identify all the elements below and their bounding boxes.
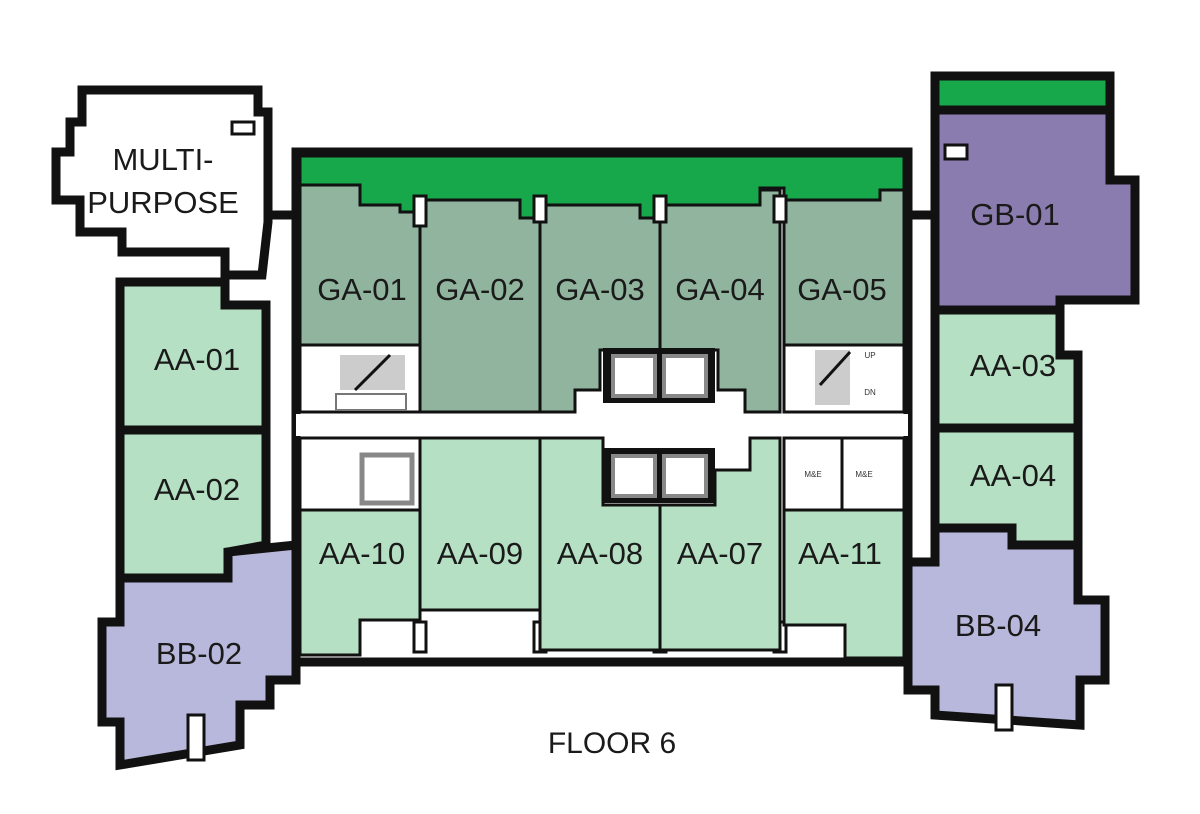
mechanical-rooms: M&E M&E bbox=[782, 436, 906, 512]
unit-label: GA-05 bbox=[797, 272, 887, 307]
unit-label: BB-02 bbox=[156, 636, 242, 671]
unit-ga-03[interactable]: GA-03 bbox=[538, 203, 662, 414]
unit-gb-01[interactable]: GB-01 bbox=[930, 71, 1140, 315]
unit-label: GB-01 bbox=[970, 197, 1060, 232]
unit-label: AA-04 bbox=[970, 458, 1056, 493]
stair-right: UP DN bbox=[782, 343, 906, 414]
corridor bbox=[296, 414, 908, 436]
unit-aa-07[interactable]: AA-07 bbox=[658, 436, 782, 652]
unit-label: GA-01 bbox=[317, 272, 407, 307]
unit-label: GA-04 bbox=[675, 272, 765, 307]
unit-aa-03[interactable]: AA-03 bbox=[930, 305, 1083, 433]
stair-up-label: UP bbox=[864, 351, 875, 360]
unit-aa-09[interactable]: AA-09 bbox=[418, 436, 542, 612]
mech-room-label: M&E bbox=[855, 470, 872, 479]
unit-bb-02[interactable]: BB-02 bbox=[97, 540, 301, 771]
unit-label: AA-01 bbox=[154, 342, 240, 377]
mech-room-label: M&E bbox=[804, 470, 821, 479]
unit-aa-08[interactable]: AA-08 bbox=[538, 436, 662, 652]
unit-label: AA-09 bbox=[437, 536, 523, 571]
multi-purpose-label-line2: PURPOSE bbox=[87, 185, 239, 220]
unit-aa-10[interactable]: AA-10 bbox=[298, 508, 422, 657]
unit-bb-04[interactable]: BB-04 bbox=[903, 523, 1110, 732]
elevators-bottom bbox=[603, 448, 715, 503]
unit-label: BB-04 bbox=[955, 608, 1041, 643]
unit-label: AA-11 bbox=[798, 536, 882, 571]
unit-aa-04[interactable]: AA-04 bbox=[930, 423, 1083, 550]
service-left bbox=[298, 436, 422, 512]
stair-left bbox=[298, 343, 422, 414]
unit-label: GA-02 bbox=[435, 272, 525, 307]
stair-down-label: DN bbox=[864, 388, 876, 397]
unit-aa-01[interactable]: AA-01 bbox=[115, 277, 271, 435]
unit-ga-05[interactable]: GA-05 bbox=[782, 188, 906, 347]
unit-ga-01[interactable]: GA-01 bbox=[298, 183, 422, 347]
multi-purpose-label-line1: MULTI- bbox=[112, 142, 213, 177]
unit-label: AA-02 bbox=[154, 472, 240, 507]
unit-label: GA-03 bbox=[555, 272, 645, 307]
floor-title: FLOOR 6 bbox=[548, 727, 676, 760]
elevators-top bbox=[603, 348, 715, 403]
unit-label: AA-07 bbox=[677, 536, 763, 571]
unit-ga-02[interactable]: GA-02 bbox=[418, 198, 542, 414]
unit-label: AA-08 bbox=[557, 536, 643, 571]
multi-purpose-room[interactable]: MULTI- PURPOSE bbox=[51, 85, 273, 280]
unit-label: AA-10 bbox=[319, 536, 405, 571]
unit-aa-11[interactable]: AA-11 bbox=[782, 508, 906, 660]
unit-label: AA-03 bbox=[970, 348, 1056, 383]
